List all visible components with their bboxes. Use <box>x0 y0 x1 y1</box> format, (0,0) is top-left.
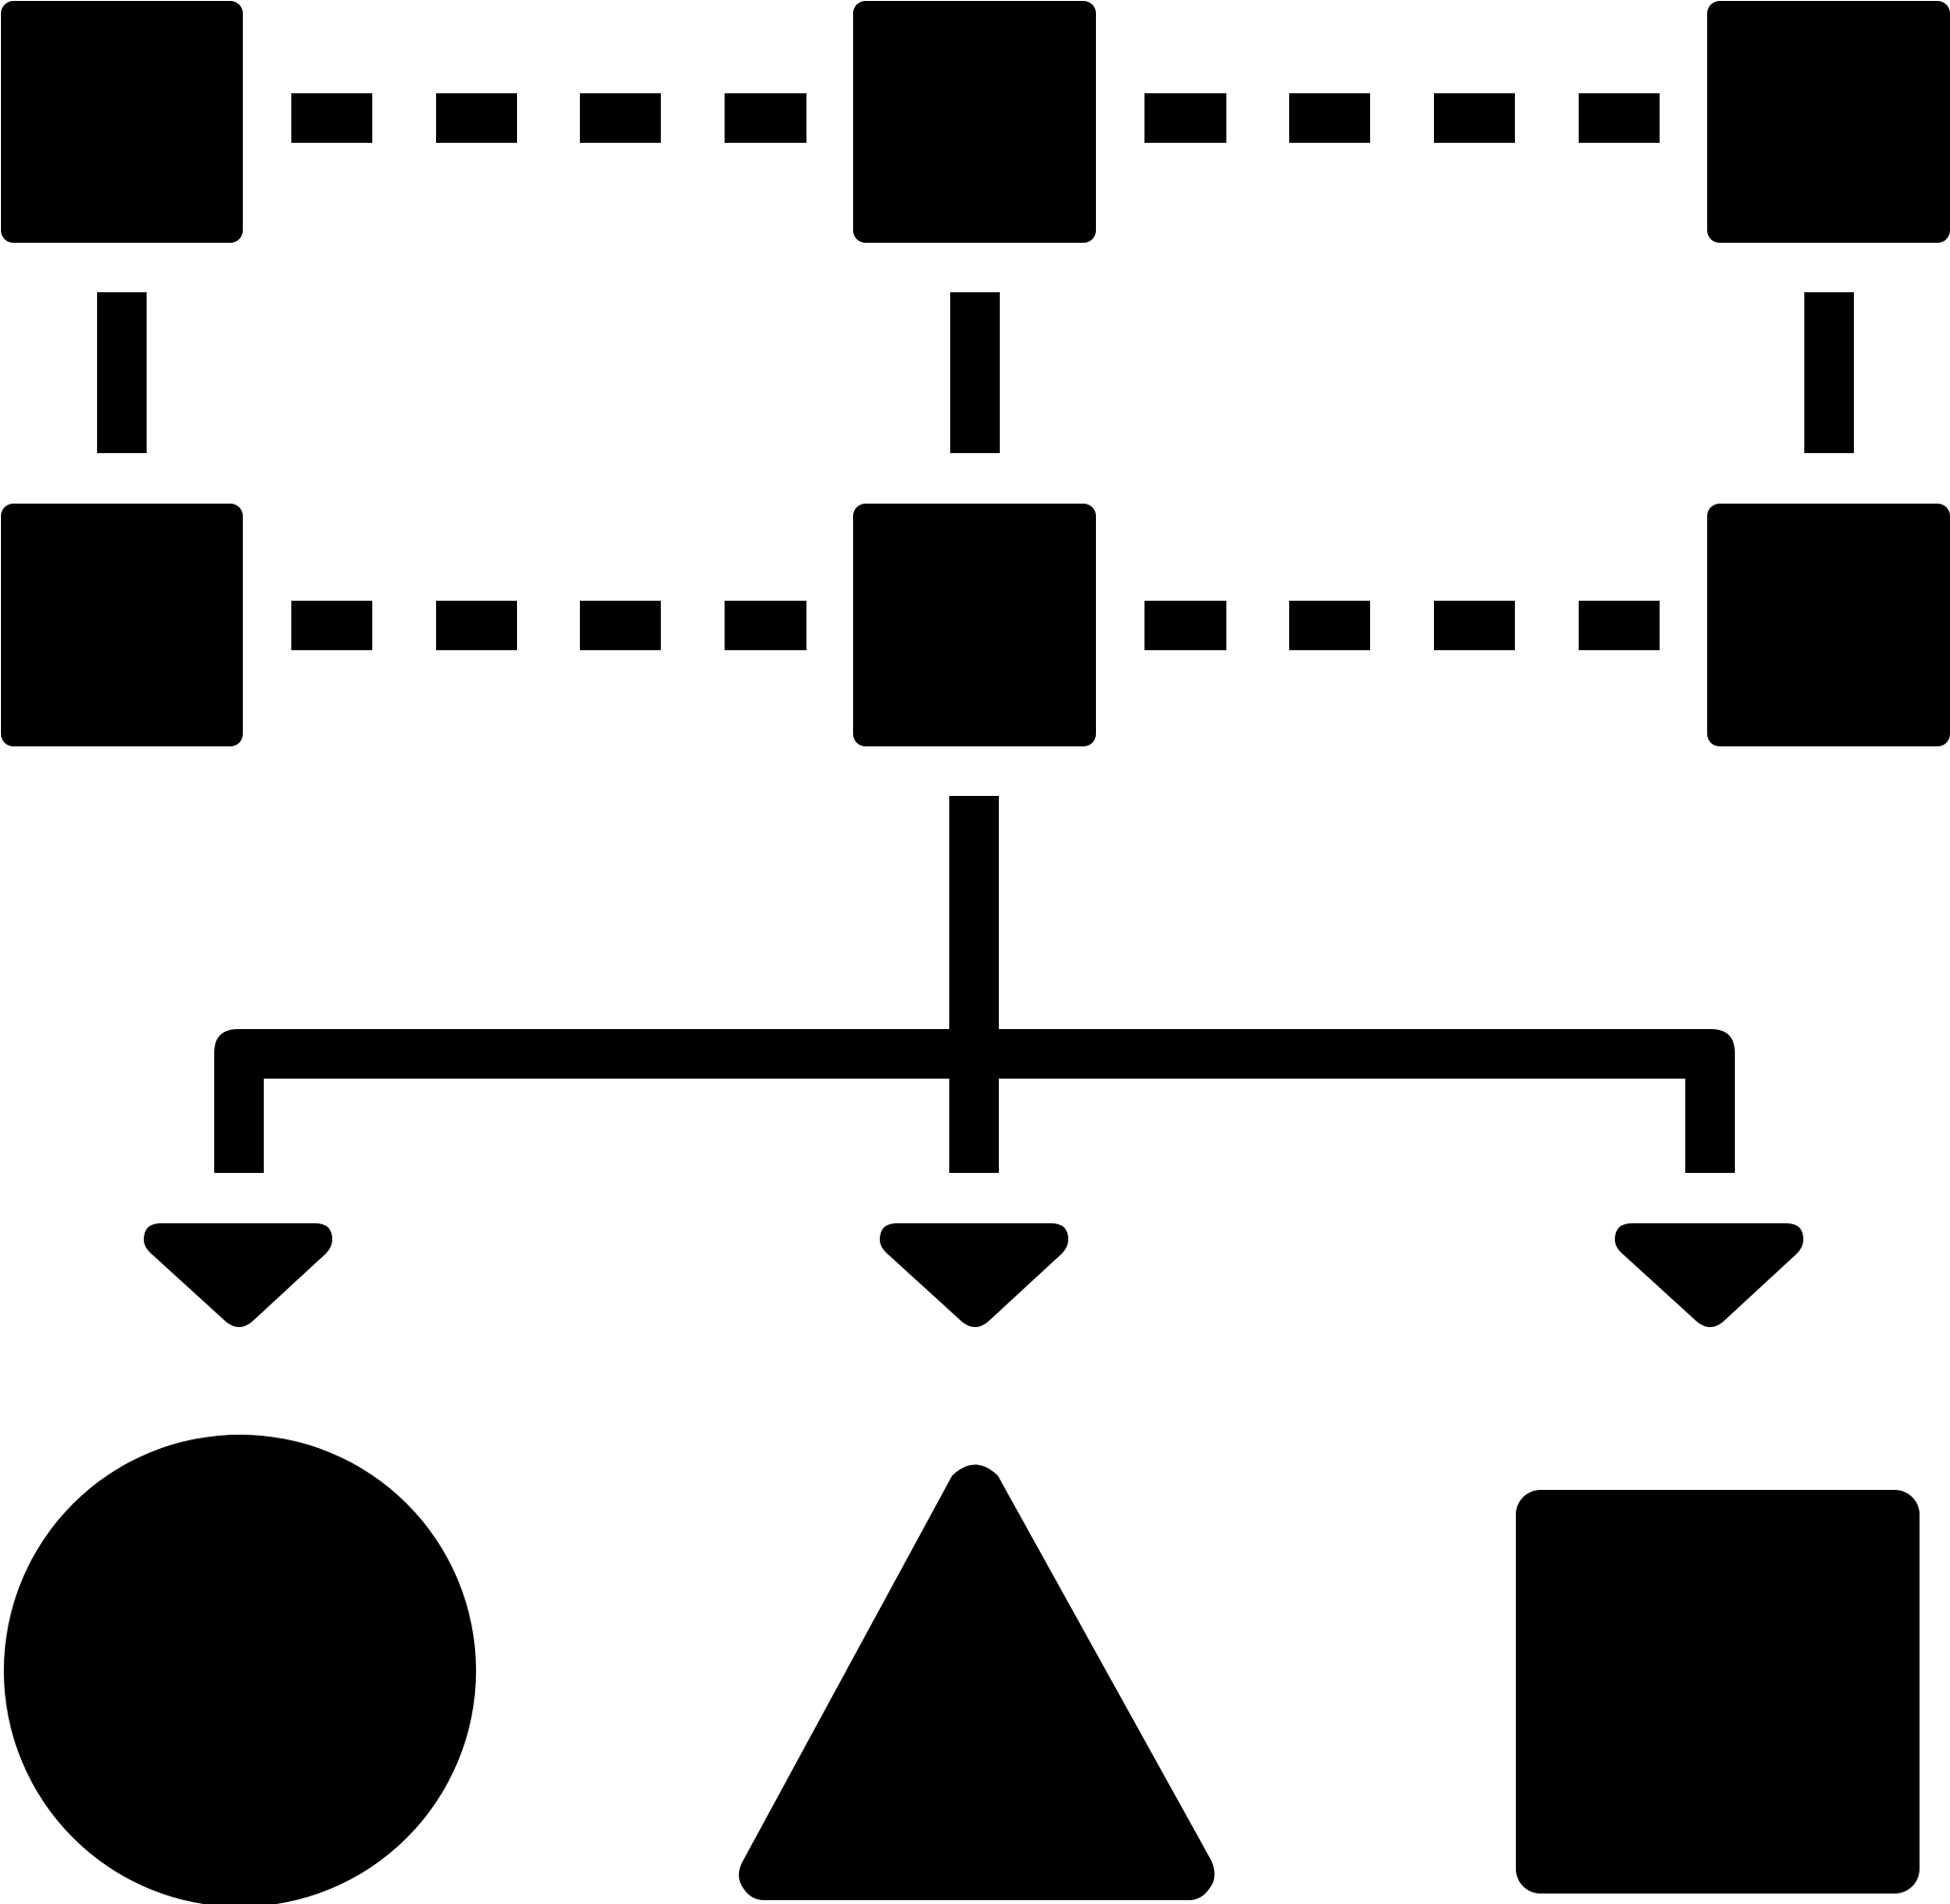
node-r1-c1 <box>1 1 243 243</box>
branch-bracket <box>214 1029 1735 1173</box>
dash <box>725 93 806 143</box>
vertical-connectors <box>97 292 1854 453</box>
output-shapes <box>4 1435 1920 1904</box>
branch-lines <box>214 796 1735 1173</box>
dash <box>291 93 372 143</box>
dash <box>1289 601 1370 650</box>
dash <box>580 601 661 650</box>
dash <box>1144 601 1226 650</box>
dash <box>725 601 806 650</box>
arrow-down-icon <box>880 1223 1068 1327</box>
dash <box>1434 601 1515 650</box>
branch-stem <box>949 796 999 1173</box>
dash <box>1144 93 1226 143</box>
branch-arrows <box>144 1223 1803 1327</box>
node-r1-c3 <box>1707 1 1950 243</box>
output-circle <box>4 1435 476 1904</box>
output-square <box>1516 1490 1920 1894</box>
dash <box>1579 93 1660 143</box>
dash <box>580 93 661 143</box>
grid-nodes <box>1 1 1950 746</box>
dash <box>436 601 517 650</box>
dash <box>1434 93 1515 143</box>
connector-c2 <box>950 292 1000 453</box>
connector-c1 <box>97 292 147 453</box>
horizontal-dashed-connectors <box>291 93 1660 650</box>
node-r2-c1 <box>1 504 243 746</box>
node-r1-c2 <box>853 1 1096 243</box>
node-r2-c3 <box>1707 504 1950 746</box>
dash <box>1289 93 1370 143</box>
dash <box>291 601 372 650</box>
node-r2-c2 <box>853 504 1096 746</box>
arrow-down-icon <box>1615 1223 1803 1327</box>
arrow-down-icon <box>144 1223 332 1327</box>
output-triangle <box>738 1464 1215 1900</box>
connector-c3 <box>1804 292 1854 453</box>
dash <box>436 93 517 143</box>
dash <box>1579 601 1660 650</box>
